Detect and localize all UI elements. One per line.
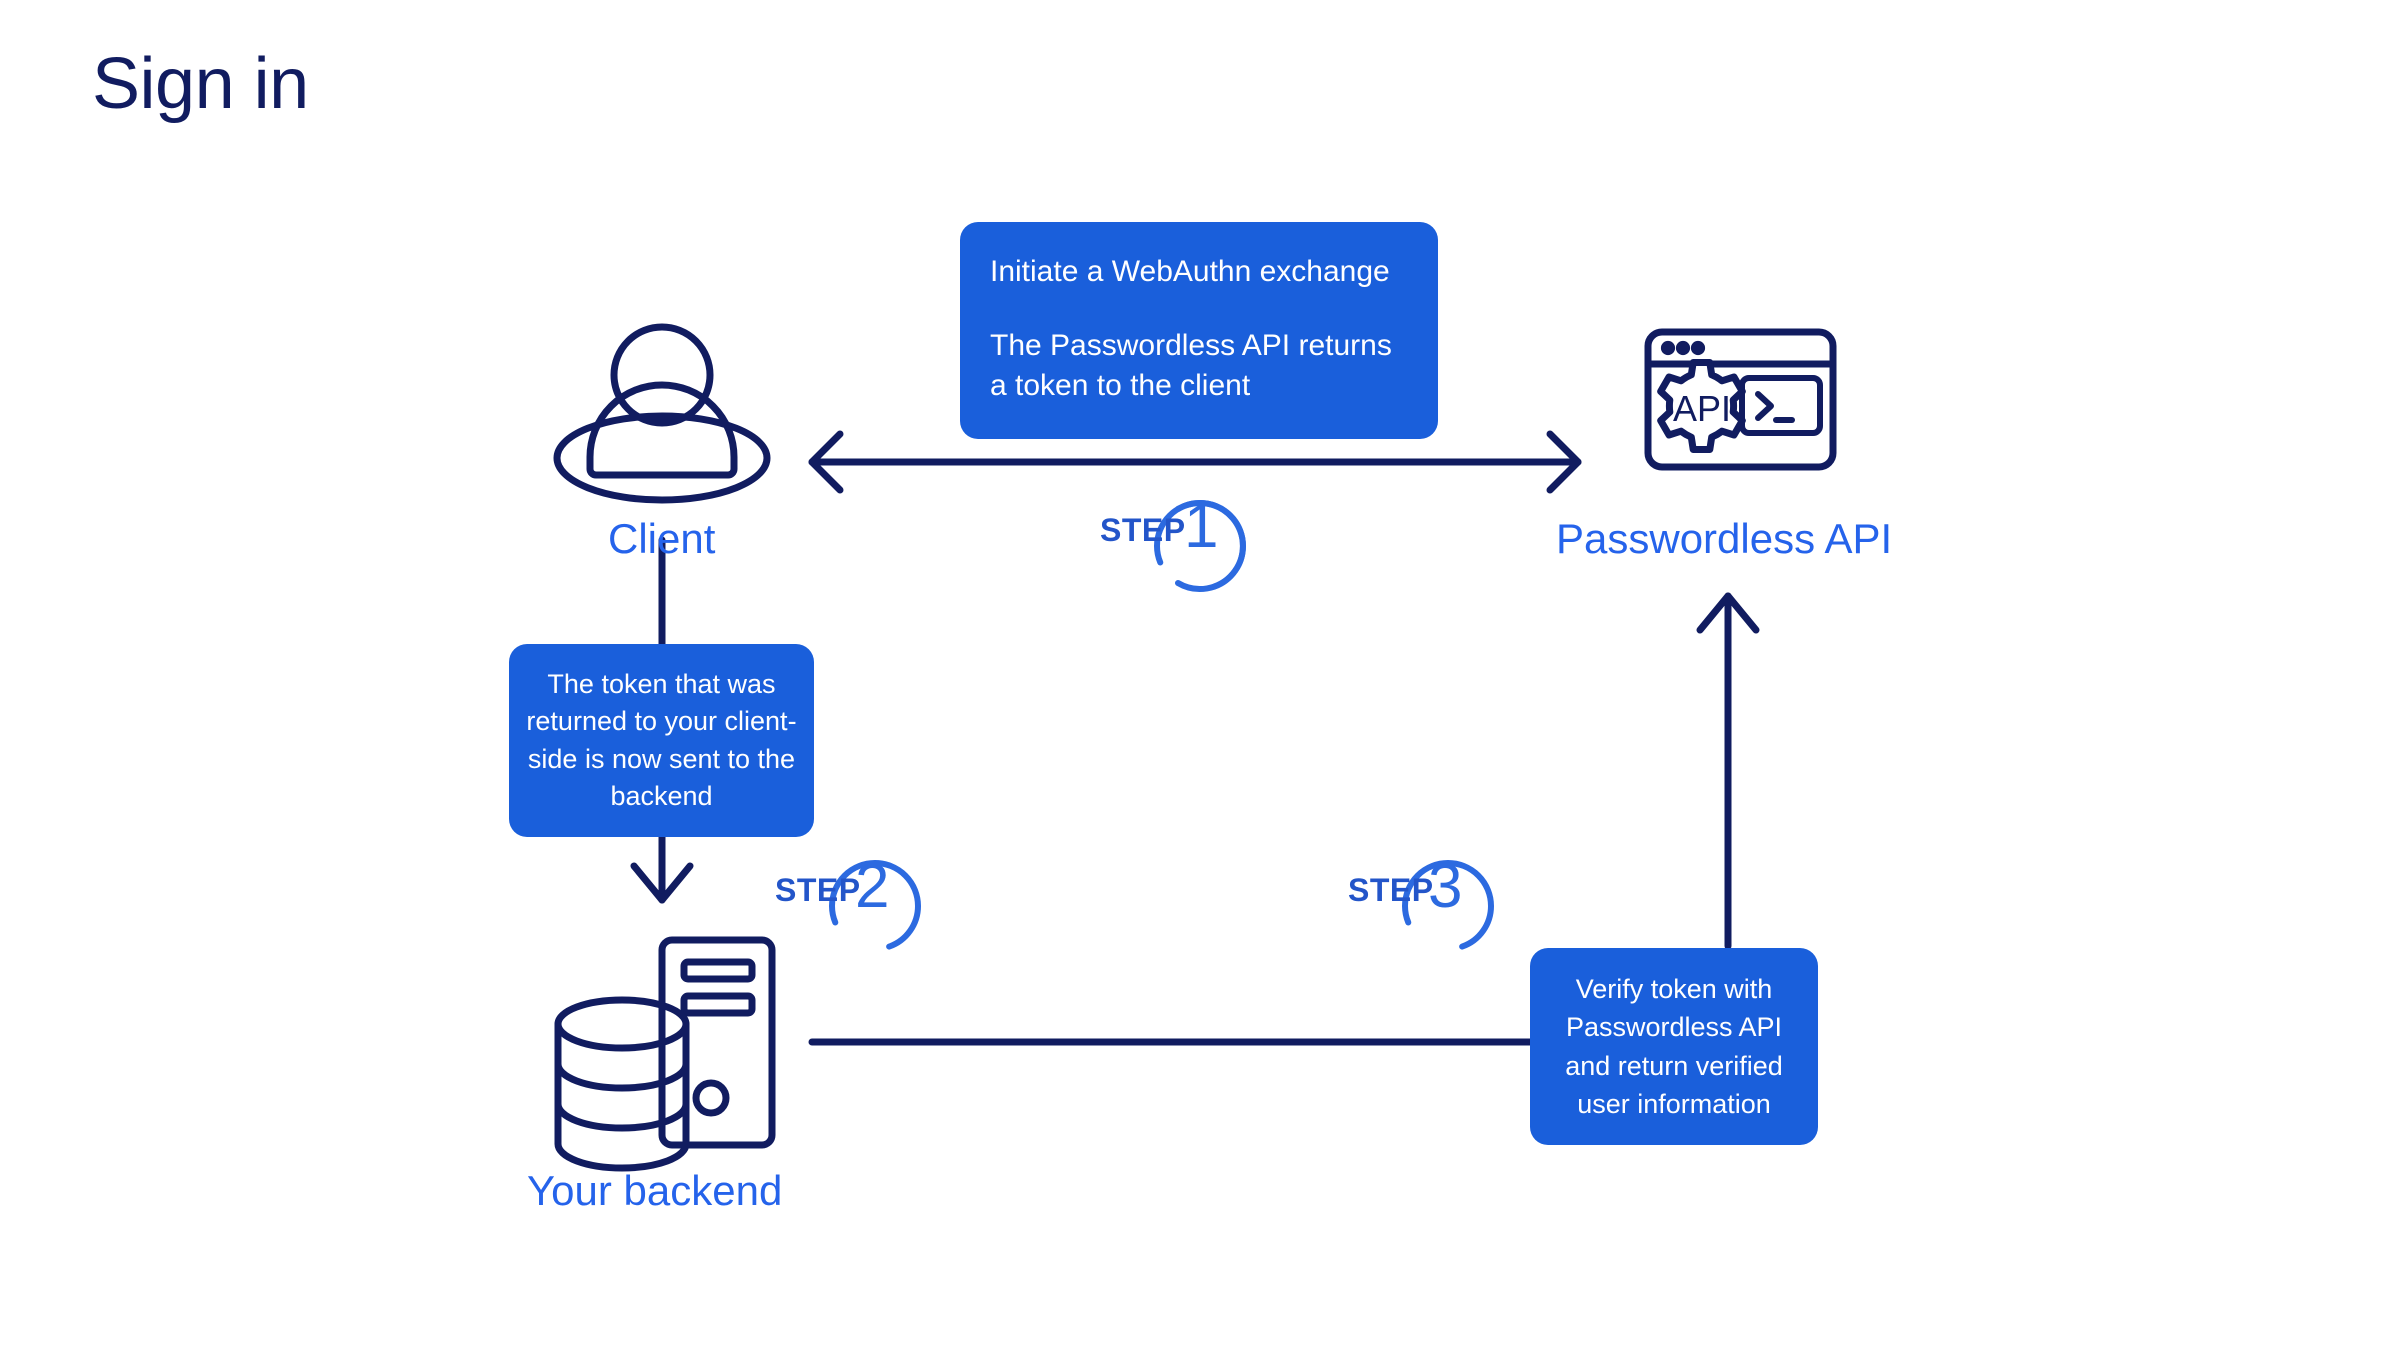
- connector-callout3-api: [1696, 592, 1760, 950]
- gear-api-text: API: [1672, 388, 1732, 429]
- node-label-backend: Your backend: [527, 1167, 783, 1214]
- callout-1-line-2: The Passwordless API returns a token to …: [990, 329, 1392, 403]
- callout-step-2: The token that was returned to your clie…: [509, 644, 814, 837]
- step-2-number: 2: [855, 852, 890, 921]
- page-title: Sign in: [92, 44, 309, 124]
- node-label-client: Client: [608, 515, 716, 562]
- callout-3-line-1: Verify token with Passwordless API and r…: [1565, 974, 1783, 1119]
- callout-1-line-1: Initiate a WebAuthn exchange: [990, 255, 1390, 288]
- step-2-word: STEP: [775, 872, 861, 908]
- step-3-word: STEP: [1348, 872, 1434, 908]
- callout-step-3: Verify token with Passwordless API and r…: [1530, 948, 1818, 1146]
- node-label-api: Passwordless API: [1556, 515, 1893, 562]
- api-terminal-icon: [1644, 328, 1837, 471]
- callout-step-1: Initiate a WebAuthn exchange The Passwor…: [960, 222, 1438, 439]
- user-icon: [553, 323, 771, 504]
- database-server-icon: [554, 936, 776, 1172]
- connector-client-api: [808, 430, 1582, 494]
- step-3-number: 3: [1428, 852, 1463, 921]
- callout-2-line-1: The token that was returned to your clie…: [526, 669, 797, 811]
- step-1-word: STEP: [1100, 512, 1186, 548]
- step-1-number: 1: [1184, 492, 1219, 561]
